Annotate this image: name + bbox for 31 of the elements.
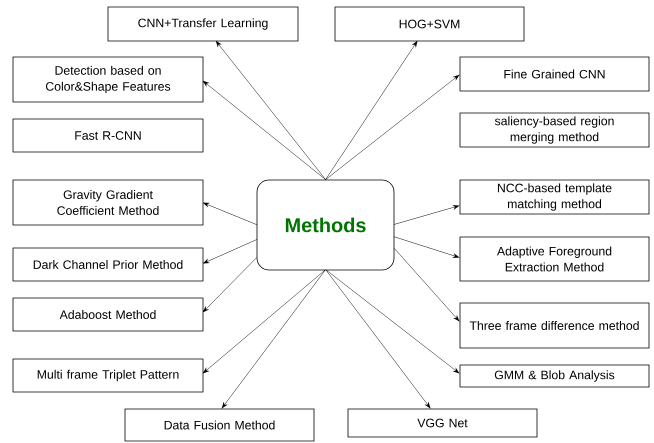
- arrow: [325, 269, 460, 374]
- arrow: [216, 40, 326, 180]
- arrow: [325, 74, 460, 180]
- arrow: [393, 247, 460, 322]
- method-box: Dark Channel Prior Method: [12, 248, 204, 282]
- method-box: Detection based on Color&Shape Features: [12, 56, 204, 102]
- method-box: NCC-based template matching method: [460, 180, 650, 214]
- method-box: CNN+Transfer Learning: [108, 6, 298, 42]
- method-box: saliency-based region merging method: [460, 112, 650, 148]
- method-box: Gravity Gradient Coefficient Method: [12, 180, 204, 226]
- arrow: [202, 80, 326, 180]
- arrow: [202, 269, 326, 374]
- arrow: [203, 239, 257, 264]
- arrow: [203, 202, 257, 225]
- method-box: HOG+SVM: [334, 6, 524, 42]
- arrow: [325, 40, 418, 180]
- method-box: GMM & Blob Analysis: [460, 364, 650, 388]
- arrow: [393, 205, 460, 225]
- method-box: Adaptive Foreground Extraction Method: [460, 236, 650, 282]
- method-box: Fine Grained CNN: [460, 56, 650, 92]
- central-box: Methods: [256, 180, 394, 270]
- arrow: [202, 257, 257, 312]
- method-box: Adaboost Method: [12, 298, 204, 332]
- method-box: Fast R-CNN: [12, 118, 204, 152]
- method-box: Data Fusion Method: [124, 408, 314, 442]
- arrow: [325, 269, 430, 408]
- arrow: [393, 236, 460, 258]
- arrow: [222, 269, 326, 408]
- method-box: Three frame difference method: [460, 302, 650, 348]
- method-box: VGG Net: [348, 408, 538, 438]
- method-box: Multi frame Triplet Pattern: [12, 358, 204, 392]
